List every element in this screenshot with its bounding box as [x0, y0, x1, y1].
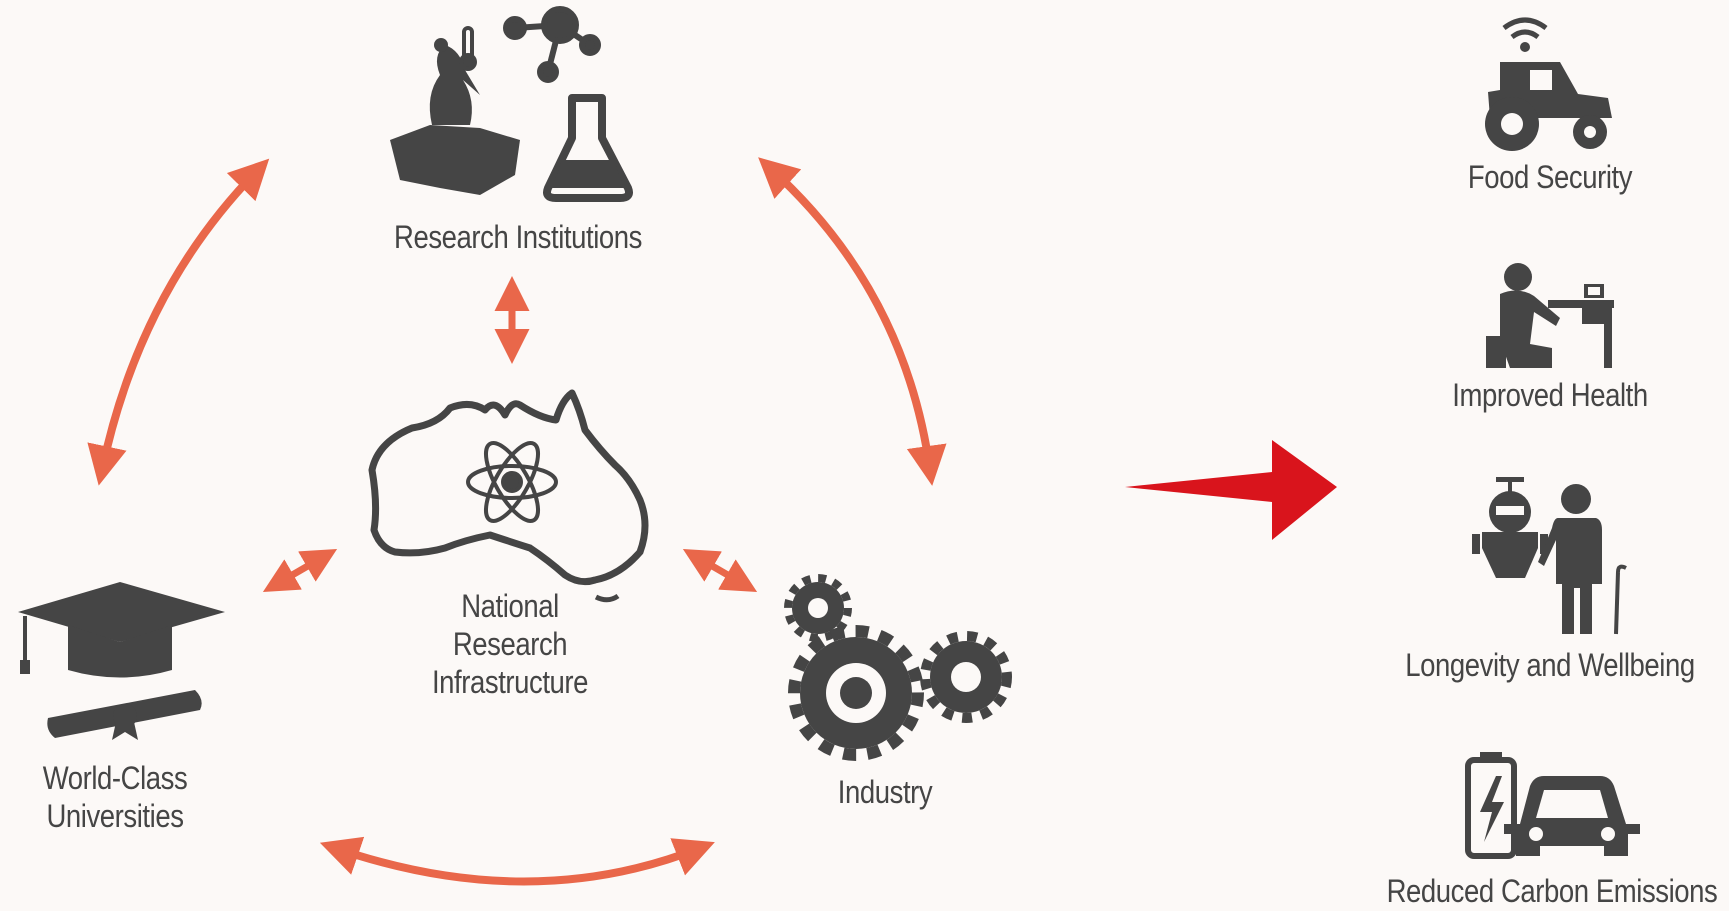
label-industry: Industry: [837, 774, 933, 810]
molecule-icon: [503, 6, 601, 83]
thermometer-icon: [459, 26, 477, 71]
label-research-institutions: Research Institutions: [394, 219, 642, 255]
label-nri-line-1: National: [461, 588, 559, 624]
arrow-research-industry: [758, 157, 947, 486]
arrow-universities-nri: [262, 548, 338, 593]
atom-icon: [466, 441, 558, 523]
diploma-scroll-icon: [47, 690, 202, 740]
label-reduced-carbon-emissions: Reduced Carbon Emissions: [1386, 873, 1718, 909]
graduation-cap-icon: [18, 582, 225, 678]
flask-icon: [543, 94, 633, 202]
label-nri-line-2: Research: [452, 626, 568, 662]
label-national-research-infrastructure: National Research Infrastructure: [381, 587, 639, 701]
arrow-research-universities: [87, 158, 270, 486]
patient-desk-icon: [1486, 263, 1614, 368]
arrow-nri-industry: [682, 548, 758, 593]
robot-elderly-icon: [1472, 477, 1627, 635]
label-world-class-universities: World-Class Universities: [12, 759, 218, 835]
tractor-icon: [1485, 17, 1612, 151]
label-universities-line-1: World-Class: [42, 760, 188, 796]
gears-icon: [784, 574, 1012, 761]
label-improved-health: Improved Health: [1452, 377, 1648, 413]
label-food-security: Food Security: [1467, 159, 1633, 195]
label-universities-line-2: Universities: [46, 798, 184, 834]
arrow-universities-industry: [319, 836, 715, 886]
australia-map-icon: [368, 389, 649, 603]
penguin-on-ice-icon: [390, 38, 520, 195]
electric-car-icon: [1465, 752, 1640, 859]
label-longevity-and-wellbeing: Longevity and Wellbeing: [1405, 647, 1695, 683]
outcome-arrow: [1125, 440, 1337, 540]
label-nri-line-3: Infrastructure: [431, 664, 589, 700]
